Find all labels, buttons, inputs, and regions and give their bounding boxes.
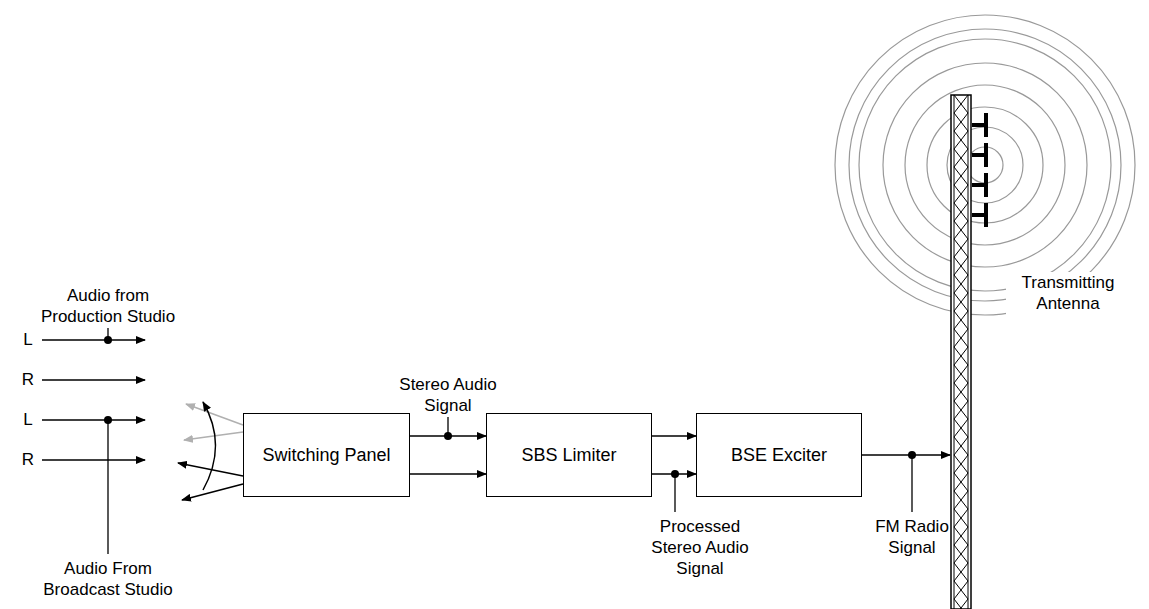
signal-arrow bbox=[652, 435, 696, 437]
process-box: SBS Limiter bbox=[486, 413, 652, 497]
callout-label: Audio from Production Studio bbox=[28, 285, 188, 327]
radio-waves bbox=[835, 15, 1135, 315]
switch-arrows bbox=[178, 402, 243, 500]
input-lines bbox=[42, 340, 145, 460]
channel-label: R bbox=[16, 449, 40, 470]
node-text: Transmitting Antenna bbox=[1006, 272, 1130, 314]
channel-label: R bbox=[16, 369, 40, 390]
channel-label: L bbox=[16, 329, 40, 350]
process-box: Switching Panel bbox=[243, 413, 410, 497]
callout-label: Processed Stereo Audio Signal bbox=[648, 516, 752, 579]
process-box: BSE Exciter bbox=[696, 413, 862, 497]
callout-label: FM Radio Signal bbox=[864, 516, 960, 558]
antenna-tower: Transmitting Antenna bbox=[950, 95, 972, 609]
channel-label: L bbox=[16, 409, 40, 430]
lattice-tower bbox=[950, 95, 972, 609]
node-text: Switching Panel bbox=[262, 444, 390, 466]
node-text: BSE Exciter bbox=[731, 444, 827, 466]
signal-arrow bbox=[652, 473, 696, 475]
callout-label: Audio From Broadcast Studio bbox=[28, 558, 188, 600]
leader-lines bbox=[108, 328, 912, 554]
signal-arrow bbox=[862, 454, 950, 456]
signal-arrow bbox=[410, 435, 486, 437]
node-text: SBS Limiter bbox=[521, 444, 616, 466]
signal-arrow bbox=[410, 473, 486, 475]
callout-label: Stereo Audio Signal bbox=[393, 374, 503, 416]
